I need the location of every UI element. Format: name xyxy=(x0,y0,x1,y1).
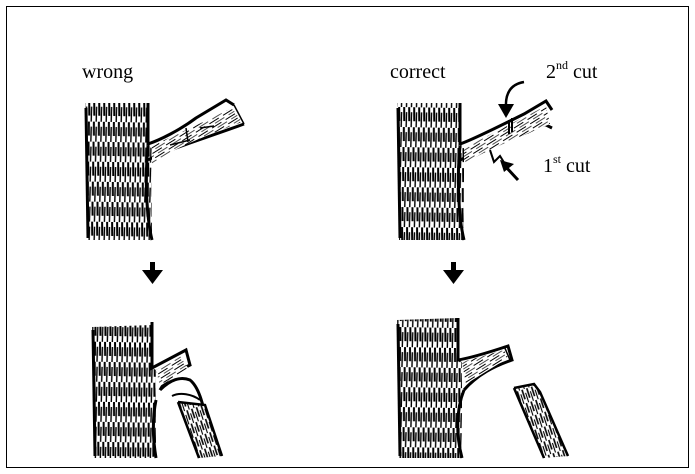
wrong-label: wrong xyxy=(82,61,134,83)
second-cut-arrow-icon xyxy=(498,80,525,118)
diagram-border xyxy=(6,6,689,468)
first-cut-ordinal: 1 xyxy=(543,155,553,177)
first-cut-label: 1st cut xyxy=(543,153,591,177)
second-cut-word: cut xyxy=(573,61,598,83)
wrong-after-tree xyxy=(91,322,224,459)
second-cut-label: 2nd cut xyxy=(546,59,598,83)
second-cut-mark xyxy=(508,118,513,134)
wrong-before-tree xyxy=(84,98,245,241)
arrow-down-icon xyxy=(142,262,163,284)
arrow-down-icon xyxy=(443,262,464,284)
correct-before-tree xyxy=(396,80,554,241)
correct-label: correct xyxy=(390,61,446,83)
second-cut-suffix: nd xyxy=(556,58,568,72)
first-cut-word: cut xyxy=(566,155,591,177)
first-cut-mark xyxy=(489,149,506,165)
correct-after-tree xyxy=(396,318,570,459)
second-cut-ordinal: 2 xyxy=(546,61,556,83)
first-cut-suffix: st xyxy=(553,152,562,166)
first-cut-arrow-icon xyxy=(500,160,520,182)
